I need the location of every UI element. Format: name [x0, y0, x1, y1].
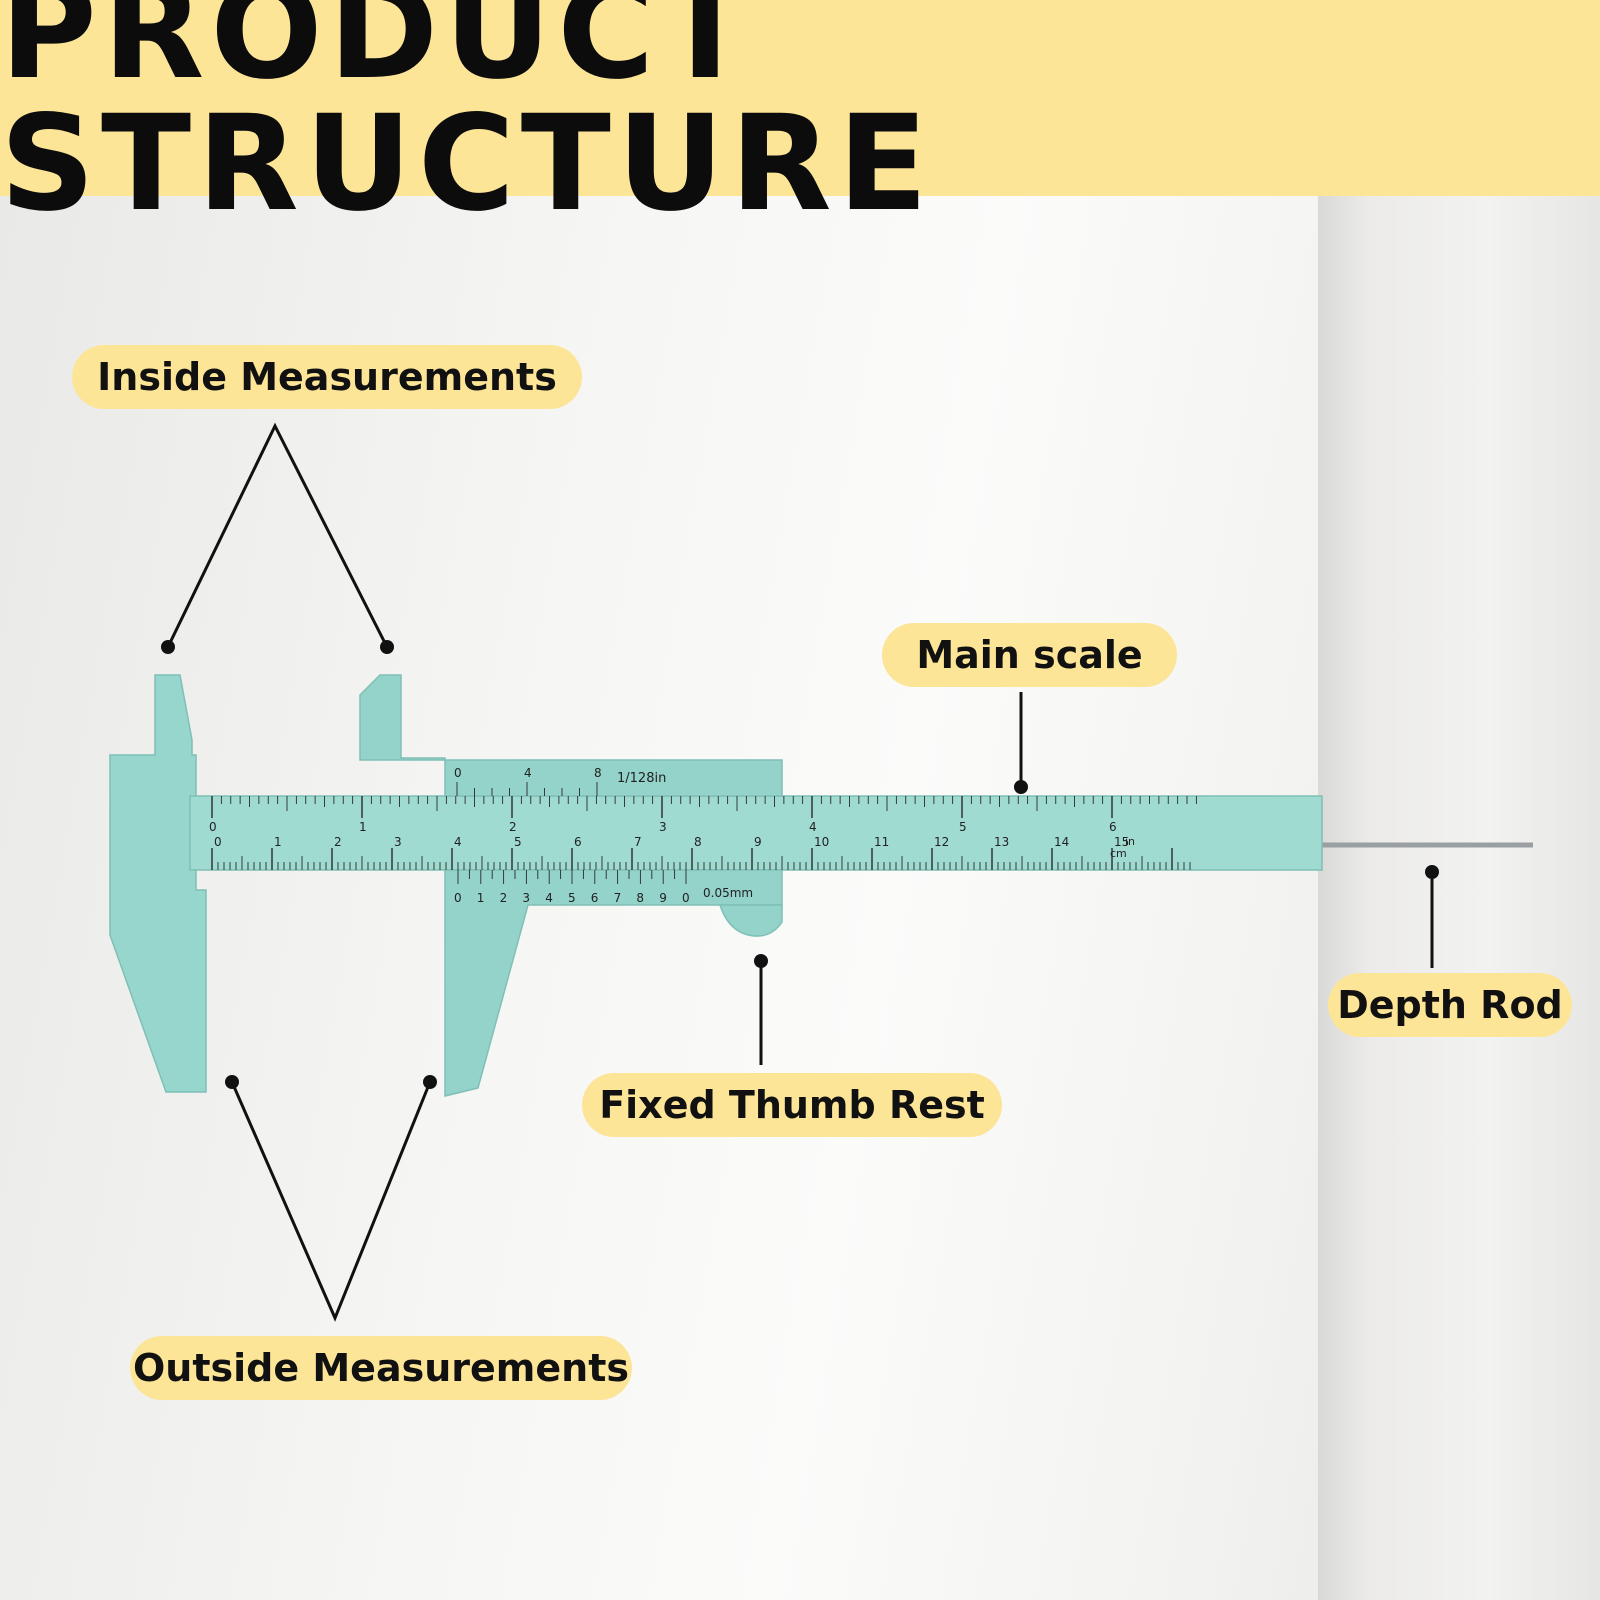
cm-number: 5: [514, 835, 522, 849]
cm-number: 9: [754, 835, 762, 849]
vernier-mm-number: 8: [636, 891, 644, 905]
cm-number: 0: [214, 835, 222, 849]
inside-measurements-callout: [166, 422, 389, 648]
depth-rod-label: Depth Rod: [1328, 973, 1572, 1037]
inch-number: 6: [1109, 820, 1117, 834]
vernier-inch-number: 4: [524, 766, 532, 780]
cm-number: 13: [994, 835, 1009, 849]
cm-number: 14: [1054, 835, 1069, 849]
callout-dot: [380, 640, 394, 654]
background-pillar: [1318, 196, 1600, 1600]
inch-number: 5: [959, 820, 967, 834]
cm-number: 3: [394, 835, 402, 849]
main-scale-label: Main scale: [882, 623, 1177, 687]
thumb-rest-label: Fixed Thumb Rest: [582, 1073, 1002, 1137]
callout-dot: [161, 640, 175, 654]
vernier-inch-number: 0: [454, 766, 462, 780]
inch-number: 4: [809, 820, 817, 834]
vernier-slider: [359, 674, 783, 797]
cm-number: 6: [574, 835, 582, 849]
vernier-mm-number: 5: [568, 891, 576, 905]
main-scale-inch-unit: in: [1125, 835, 1135, 848]
vernier-mm-number: 3: [522, 891, 530, 905]
vernier-mm-number: 4: [545, 891, 553, 905]
vernier-inch-number: 8: [594, 766, 602, 780]
cm-number: 11: [874, 835, 889, 849]
cm-number: 4: [454, 835, 462, 849]
cm-number: 8: [694, 835, 702, 849]
vernier-mm-number: 0: [682, 891, 690, 905]
vernier-mm-number: 6: [591, 891, 599, 905]
vernier-mm-number: 9: [659, 891, 667, 905]
outside-measurements-callout: [230, 1081, 432, 1322]
page-title: PRODUCT STRUCTURE: [0, 0, 934, 241]
cm-number: 10: [814, 835, 829, 849]
cm-number: 1: [274, 835, 282, 849]
vernier-mm-number: 2: [500, 891, 508, 905]
callout-dot: [423, 1075, 437, 1089]
cm-number: 12: [934, 835, 949, 849]
fixed-jaw: [109, 674, 207, 1093]
vernier-mm-number: 1: [477, 891, 485, 905]
cm-number: 7: [634, 835, 642, 849]
inch-number: 1: [359, 820, 367, 834]
inch-number: 3: [659, 820, 667, 834]
vernier-mm-number: 7: [614, 891, 622, 905]
vernier-inch-unit: 1/128in: [617, 771, 666, 786]
vernier-mm-unit: 0.05mm: [703, 886, 753, 900]
vernier-mm-number: 0: [454, 891, 462, 905]
cm-number: 15: [1114, 835, 1129, 849]
callout-dot: [1425, 865, 1439, 879]
outside-measurements-label: Outside Measurements: [130, 1336, 632, 1400]
inch-number: 2: [509, 820, 517, 834]
cm-number: 2: [334, 835, 342, 849]
inch-number: 0: [209, 820, 217, 834]
thumb-rest: [718, 904, 783, 937]
main-scale-cm-unit: cm: [1110, 847, 1127, 860]
callout-dot: [1014, 780, 1028, 794]
inside-measurements-label: Inside Measurements: [72, 345, 582, 409]
callout-dot: [225, 1075, 239, 1089]
callout-dot: [754, 954, 768, 968]
header-banner: PRODUCT STRUCTURE: [0, 0, 1600, 230]
